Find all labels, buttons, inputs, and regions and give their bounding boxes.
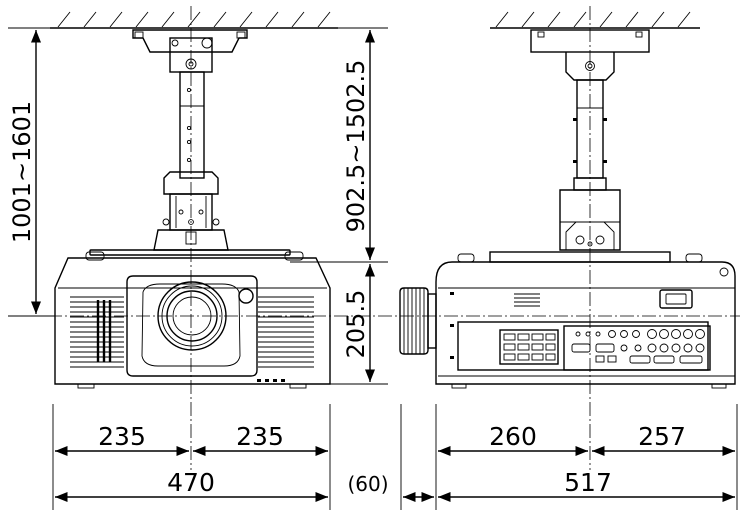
dim-label-projector-height: 205.5 [342,290,370,359]
dim-label-pole-range: 902.5~1502.5 [342,60,370,233]
dim-label-front-half-left: 235 [98,422,146,451]
dim-lens-protrusion: (60) [347,472,434,503]
dim-side-front-part: 260 [438,422,588,457]
dim-projector-height: 205.5 [330,264,388,385]
dim-front-width: 470 [54,468,328,503]
dim-label-total-height: 1001~1601 [8,101,36,243]
dim-total-height: 1001~1601 [8,27,55,317]
dim-front-half-left: 235 [54,422,189,457]
front-projector-body [54,249,331,389]
dim-label-front-width: 470 [167,468,215,497]
ceiling-front [50,11,338,29]
dim-pole-range: 902.5~1502.5 [290,27,388,263]
dim-label-side-depth: 517 [564,468,612,497]
front-ceiling-mount [132,29,248,251]
bottom-extension-lines [52,404,738,510]
ceiling-side [490,11,700,29]
dim-label-lens-protrusion: (60) [347,472,388,496]
dim-front-half-right: 235 [193,422,328,457]
dim-label-side-front-part: 260 [489,422,537,451]
dim-label-front-half-right: 235 [236,422,284,451]
side-projector-body [399,251,736,389]
dim-label-side-rear-part: 257 [638,422,686,451]
dim-side-depth: 517 [438,468,735,503]
dim-side-rear-part: 257 [592,422,735,457]
